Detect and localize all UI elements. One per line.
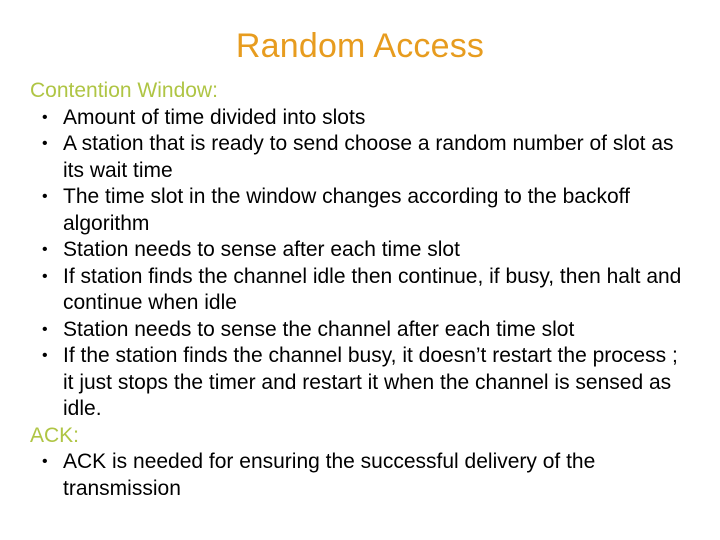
list-item: • ACK is needed for ensuring the success… — [30, 449, 692, 502]
bullet-icon: • — [42, 135, 48, 152]
bullet-icon: • — [42, 267, 48, 285]
bullet-icon: • — [42, 108, 48, 126]
list-item: • If station finds the channel idle then… — [30, 264, 692, 317]
bullet-list-ack: • ACK is needed for ensuring the success… — [30, 449, 692, 502]
list-item: • If the station finds the channel busy,… — [30, 343, 692, 423]
bullet-list-contention-window: • Amount of time divided into slots • A … — [30, 105, 692, 423]
list-item: • Station needs to sense after each time… — [30, 237, 692, 264]
slide-body: Contention Window: • Amount of time divi… — [30, 78, 692, 502]
section-ack: ACK: • ACK is needed for ensuring the su… — [30, 423, 692, 503]
bullet-icon: • — [42, 188, 48, 205]
list-item-text: If station finds the channel idle then c… — [63, 264, 682, 315]
list-item-text: Amount of time divided into slots — [63, 105, 366, 129]
section-heading-ack: ACK: — [30, 423, 80, 447]
list-item-text: ACK is needed for ensuring the successfu… — [63, 450, 596, 500]
bullet-icon: • — [42, 347, 48, 364]
list-item-text: Station needs to sense after each time s… — [63, 238, 460, 261]
bullet-icon: • — [42, 453, 48, 470]
list-item-text: If the station finds the channel busy, i… — [63, 344, 678, 420]
list-item-text: Station needs to sense the channel after… — [63, 317, 575, 341]
section-contention-window: Contention Window: • Amount of time divi… — [30, 78, 692, 423]
list-item: • Amount of time divided into slots — [30, 105, 692, 132]
section-heading-contention-window: Contention Window: — [30, 79, 218, 102]
list-item: • The time slot in the window changes ac… — [30, 184, 692, 237]
list-item-text: A station that is ready to send choose a… — [63, 132, 674, 182]
bullet-icon: • — [42, 320, 48, 338]
bullet-icon: • — [42, 241, 48, 258]
list-item: • A station that is ready to send choose… — [30, 131, 692, 184]
page-title: Random Access — [235, 27, 485, 65]
list-item-text: The time slot in the window changes acco… — [63, 185, 630, 235]
list-item: • Station needs to sense the channel aft… — [30, 317, 692, 344]
